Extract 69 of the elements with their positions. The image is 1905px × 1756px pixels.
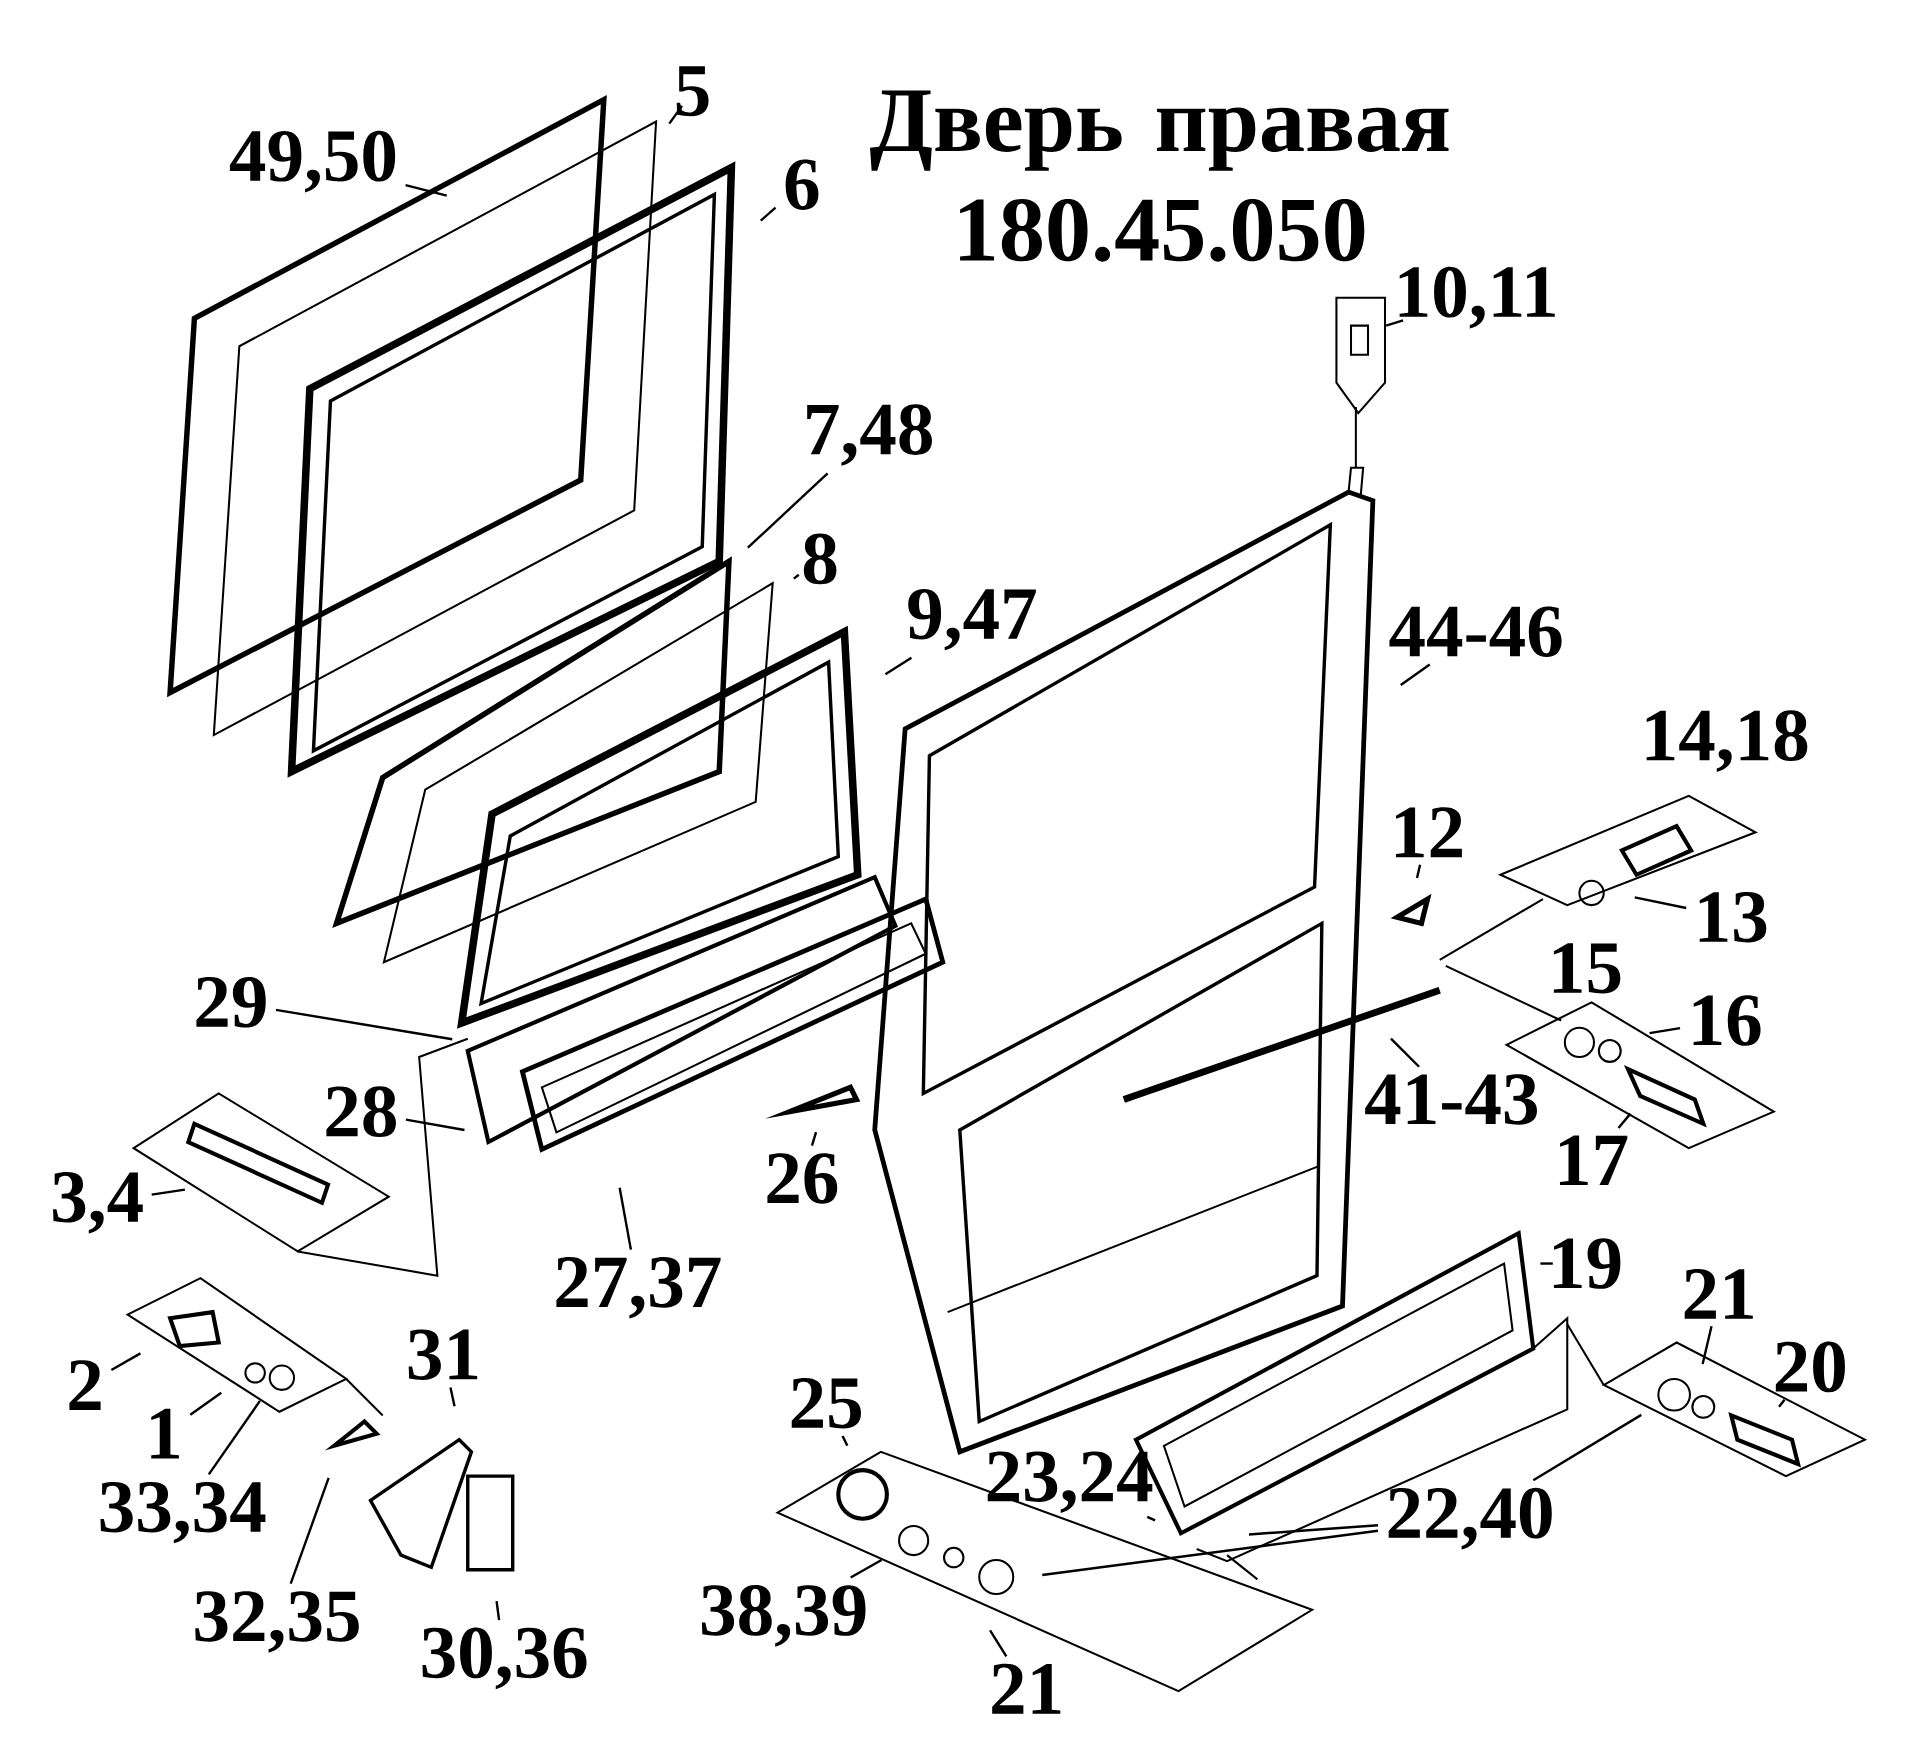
callout-number: 30,36 bbox=[422, 1627, 587, 1690]
callout-number: 27,37 bbox=[556, 1257, 721, 1319]
callout-number: 7,48 bbox=[807, 404, 932, 466]
callout-number: 16 bbox=[1693, 995, 1761, 1047]
leader-line bbox=[1042, 1529, 1379, 1577]
leader-line bbox=[449, 1387, 456, 1407]
leader-line bbox=[405, 1118, 465, 1132]
callout-number: 21 bbox=[1684, 1269, 1753, 1319]
leader-line bbox=[1385, 319, 1404, 327]
leader-line bbox=[495, 1601, 501, 1621]
callout-number: 3,4 bbox=[53, 1172, 143, 1234]
leader-line bbox=[289, 1477, 330, 1585]
leader-line bbox=[151, 1188, 186, 1197]
callout-number: 14,18 bbox=[1646, 710, 1808, 773]
callout-number: 2 bbox=[69, 1360, 101, 1411]
leader-line bbox=[207, 1400, 261, 1476]
leader-line bbox=[793, 574, 800, 580]
leader-line bbox=[1540, 1262, 1553, 1265]
callout-number: 22,40 bbox=[1388, 1488, 1552, 1550]
callout-number: 28 bbox=[326, 1086, 396, 1138]
callout-number: 15 bbox=[1553, 943, 1621, 994]
leader-line bbox=[1701, 1326, 1713, 1365]
callout-number: 10,11 bbox=[1399, 267, 1555, 329]
leader-line bbox=[668, 105, 683, 125]
leader-line bbox=[1146, 1516, 1156, 1522]
callout-number: 44-46 bbox=[1389, 606, 1562, 658]
callout-number: 33,34 bbox=[100, 1482, 266, 1544]
leader-line bbox=[110, 1352, 142, 1372]
callout-number: 20 bbox=[1775, 1341, 1845, 1393]
leader-line bbox=[1649, 1027, 1681, 1035]
leader-line bbox=[1400, 663, 1431, 687]
leader-line bbox=[841, 1435, 849, 1447]
leader-line bbox=[1415, 864, 1422, 879]
leader-line bbox=[1248, 1524, 1379, 1536]
callout-number: 32,35 bbox=[195, 1591, 359, 1653]
leader-line bbox=[989, 1629, 1008, 1658]
leader-line bbox=[1778, 1399, 1786, 1408]
callout-number: 6 bbox=[785, 159, 819, 211]
leader-line bbox=[1634, 896, 1687, 910]
callout-number: 29 bbox=[196, 977, 266, 1028]
leader-line bbox=[275, 1008, 453, 1041]
leader-line bbox=[405, 184, 448, 198]
leader-line bbox=[747, 472, 829, 549]
callout-number: 21 bbox=[992, 1664, 1061, 1714]
callout-number: 38,39 bbox=[701, 1585, 866, 1647]
leader-line bbox=[1390, 1038, 1420, 1068]
leader-line bbox=[618, 1187, 633, 1251]
leader-line bbox=[810, 1132, 818, 1147]
leader-line bbox=[1617, 1113, 1632, 1129]
callout-number: 8 bbox=[803, 533, 837, 585]
callout-number: 49,50 bbox=[229, 131, 396, 193]
leader-line bbox=[850, 1559, 883, 1579]
leader-line bbox=[884, 657, 913, 676]
callout-number: 13 bbox=[1699, 892, 1767, 943]
leader-line bbox=[760, 206, 777, 222]
title: Дверь правая 180.45.050 bbox=[870, 90, 1449, 262]
callout-number: 19 bbox=[1553, 1238, 1621, 1290]
callout-number: 23,24 bbox=[987, 1451, 1153, 1514]
callout-number: 17 bbox=[1559, 1135, 1628, 1186]
callout-number: 26 bbox=[767, 1153, 838, 1204]
callout-number: 25 bbox=[791, 1378, 861, 1429]
leader-line bbox=[189, 1392, 222, 1417]
callout-number: 5 bbox=[676, 66, 709, 117]
callout-number: 9,47 bbox=[908, 589, 1036, 651]
callout-number: 1 bbox=[151, 1409, 179, 1459]
callout-number: 41-43 bbox=[1365, 1074, 1537, 1125]
callout-number: 31 bbox=[408, 1329, 478, 1381]
callout-number: 12 bbox=[1395, 807, 1462, 858]
leader-line bbox=[1532, 1414, 1642, 1482]
